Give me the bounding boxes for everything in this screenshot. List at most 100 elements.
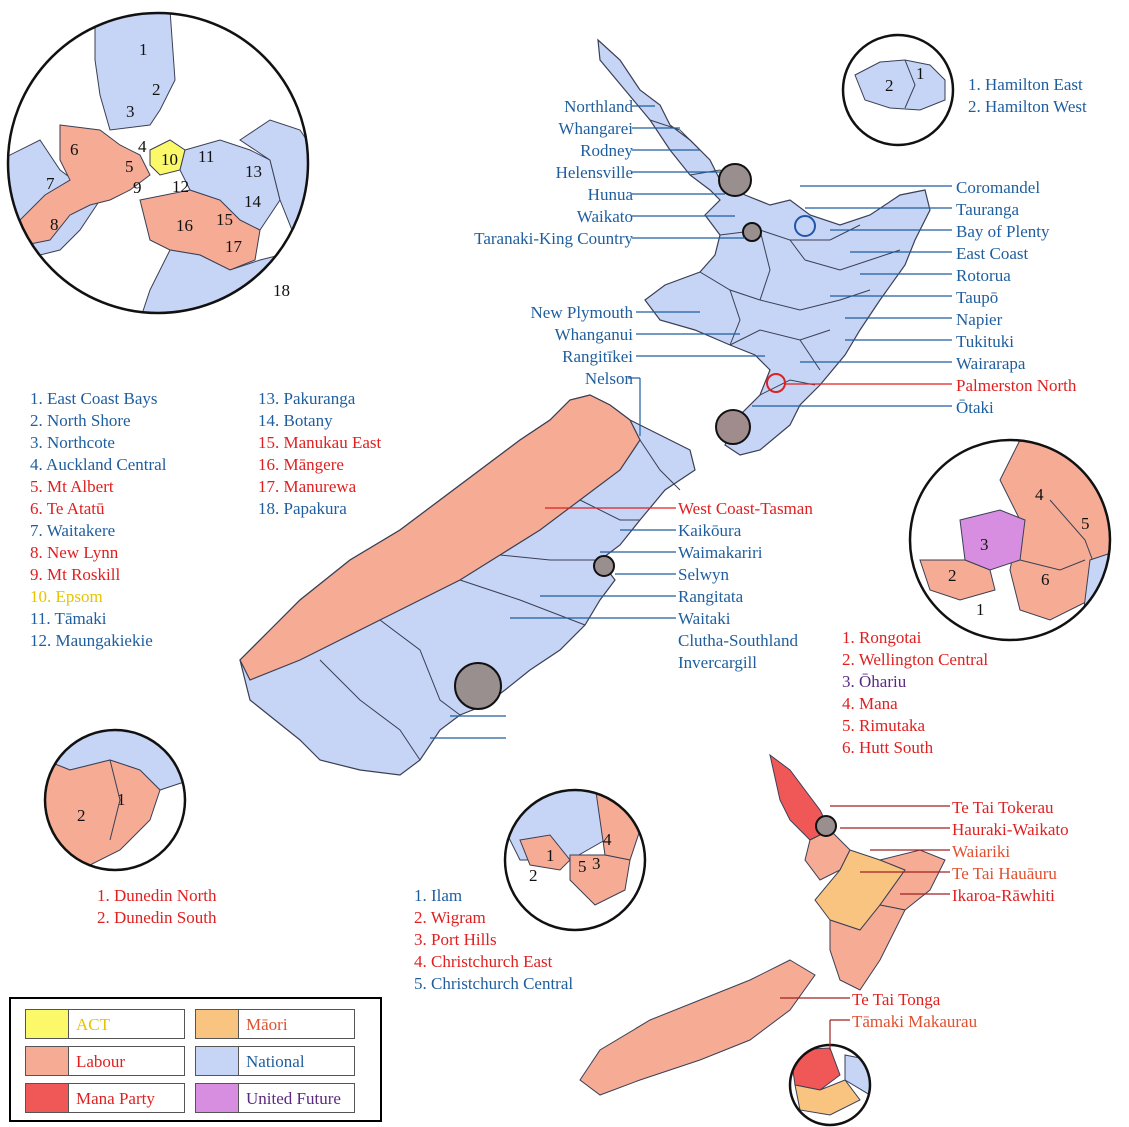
hamilton-list: 1. Hamilton East 2. Hamilton West — [968, 74, 1087, 118]
list-item: 2. Wigram — [414, 908, 486, 927]
list-item: Clutha-Southland — [678, 631, 798, 650]
list-item: 13. Pakuranga — [258, 389, 356, 408]
list-item: Rodney — [580, 141, 633, 160]
wellington-marker-circle — [715, 409, 751, 445]
legend-label: ACT — [76, 1015, 110, 1034]
list-item: 6. Te Atatū — [30, 499, 105, 518]
inset-number: 18 — [273, 281, 290, 300]
inset-number: 16 — [176, 216, 193, 235]
list-item: 12. Maungakiekie — [30, 631, 153, 650]
tauranga-marker-circle — [794, 215, 816, 237]
list-item: Helensville — [555, 163, 633, 182]
north-island-borders — [649, 119, 901, 396]
list-item: 8. New Lynn — [30, 543, 119, 562]
inset-number: 2 — [77, 806, 86, 825]
list-item: 14. Botany — [258, 411, 333, 430]
list-item: 1. Ilam — [414, 886, 463, 905]
list-item: Wairarapa — [956, 354, 1026, 373]
west-coast-tasman-region — [239, 394, 641, 681]
inset-number: 11 — [198, 147, 215, 166]
inset-number: 2 — [529, 866, 538, 885]
list-item: Hunua — [587, 185, 633, 204]
inset-number: 8 — [50, 215, 59, 234]
list-item: Coromandel — [956, 178, 1041, 197]
list-item: Bay of Plenty — [956, 222, 1050, 241]
legend-label: Mana Party — [76, 1089, 155, 1108]
inset-number: 5 — [125, 157, 134, 176]
list-item: 2. Wellington Central — [842, 650, 989, 669]
list-item: 5. Christchurch Central — [414, 974, 574, 993]
inset-number: 1 — [976, 600, 985, 619]
list-item: West Coast-Tasman — [678, 499, 813, 518]
inset-number: 4 — [1035, 485, 1044, 504]
inset-number: 17 — [225, 237, 242, 256]
list-item: 4. Auckland Central — [30, 455, 167, 474]
list-item: Tauranga — [956, 200, 1019, 219]
christchurch-marker-circle — [593, 555, 615, 577]
inset-number: 3 — [592, 854, 601, 873]
legend-color-box — [26, 1047, 69, 1075]
list-item: 4. Mana — [842, 694, 898, 713]
list-item: Palmerston North — [956, 376, 1077, 395]
list-item: 7. Waitakere — [30, 521, 116, 540]
inset-number: 1 — [139, 40, 148, 59]
list-item: Whangarei — [558, 119, 633, 138]
inset-number: 9 — [133, 178, 142, 197]
auckland-marker-circle — [718, 163, 752, 197]
inset-number: 1 — [117, 790, 126, 809]
legend-label: United Future — [246, 1089, 341, 1108]
legend-color-box — [196, 1047, 239, 1075]
list-item: Invercargill — [678, 653, 757, 672]
list-item: Napier — [956, 310, 1003, 329]
inset-number: 2 — [948, 566, 957, 585]
inset-number: 10 — [161, 150, 178, 169]
inset-number: 6 — [1041, 570, 1050, 589]
legend-color-box — [196, 1010, 239, 1038]
legend-color-box — [196, 1084, 239, 1112]
inset-number: 5 — [1081, 514, 1090, 533]
list-item: 5. Rimutaka — [842, 716, 926, 735]
legend-swatch: United Future — [195, 1083, 355, 1113]
list-item: Taranaki-King Country — [474, 229, 633, 248]
list-item: Waikato — [576, 207, 633, 226]
south-island-borders — [319, 439, 681, 761]
list-item: 3. Northcote — [30, 433, 115, 452]
list-item: Nelson — [584, 369, 633, 388]
legend-swatch: Labour — [25, 1046, 185, 1076]
list-item: Selwyn — [678, 565, 729, 584]
inset-number: 12 — [172, 177, 189, 196]
inset-number: 2 — [152, 80, 161, 99]
list-item: Tukituki — [956, 332, 1014, 351]
legend-label: Māori — [246, 1015, 288, 1034]
list-item: 6. Hutt South — [842, 738, 934, 757]
legend-label: Labour — [76, 1052, 126, 1071]
list-item: Waimakariri — [678, 543, 763, 562]
inset-number: 14 — [244, 192, 261, 211]
list-item: Tāmaki Makaurau — [852, 1012, 978, 1031]
list-item: 3. Port Hills — [414, 930, 497, 949]
legend-swatch: Mana Party — [25, 1083, 185, 1113]
auckland-inset — [6, 11, 310, 315]
list-item: Rangitīkei — [562, 347, 633, 366]
list-item: 9. Mt Roskill — [30, 565, 121, 584]
list-item: Waiariki — [952, 842, 1011, 861]
list-item: 2. Dunedin South — [97, 908, 217, 927]
list-item: Waitaki — [678, 609, 731, 628]
list-item: Te Tai Tokerau — [952, 798, 1054, 817]
legend-color-box — [26, 1010, 69, 1038]
list-item: 1. Rongotai — [842, 628, 922, 647]
inset-number: 5 — [578, 857, 587, 876]
list-item: 10. Epsom — [30, 587, 103, 606]
palmerston-marker-circle — [766, 373, 786, 393]
list-item: New Plymouth — [530, 303, 633, 322]
list-item: 1. Dunedin North — [97, 886, 217, 905]
list-item: East Coast — [956, 244, 1029, 263]
